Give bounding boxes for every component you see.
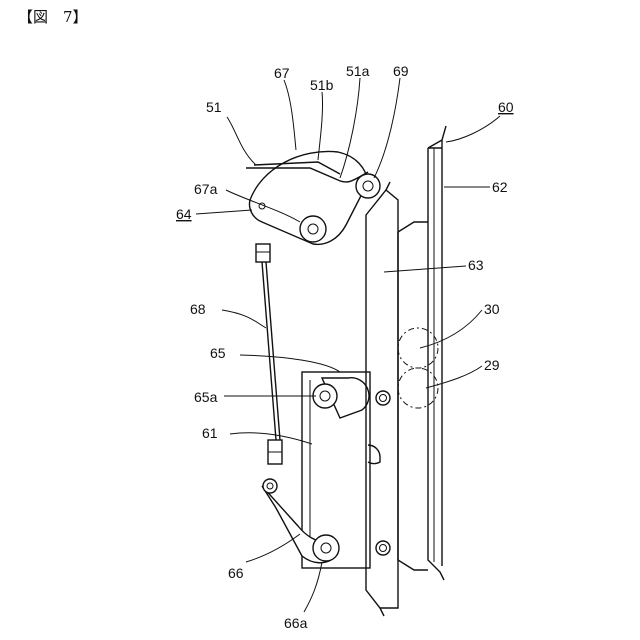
label-61: 61: [202, 425, 218, 441]
label-66: 66: [228, 565, 244, 581]
label-30: 30: [484, 301, 500, 317]
label-51: 51: [206, 99, 222, 115]
frame-62: [398, 222, 428, 570]
label-67a: 67a: [194, 181, 218, 197]
arm-64: [246, 151, 380, 244]
label-63: 63: [468, 257, 484, 273]
label-65a: 65a: [194, 389, 218, 405]
label-29: 29: [484, 357, 500, 373]
label-65: 65: [210, 345, 226, 361]
label-68: 68: [190, 301, 206, 317]
label-51a: 51a: [346, 63, 370, 79]
label-60: 60: [498, 99, 514, 115]
rod-68: [256, 244, 282, 464]
label-67: 67: [274, 65, 290, 81]
label-66a: 66a: [284, 615, 308, 631]
label-64: 64: [176, 206, 192, 222]
label-62: 62: [492, 179, 508, 195]
label-51b: 51b: [310, 77, 334, 93]
base-plate-61: [302, 372, 390, 568]
label-69: 69: [393, 63, 409, 79]
rollers-29-30: [398, 328, 438, 408]
